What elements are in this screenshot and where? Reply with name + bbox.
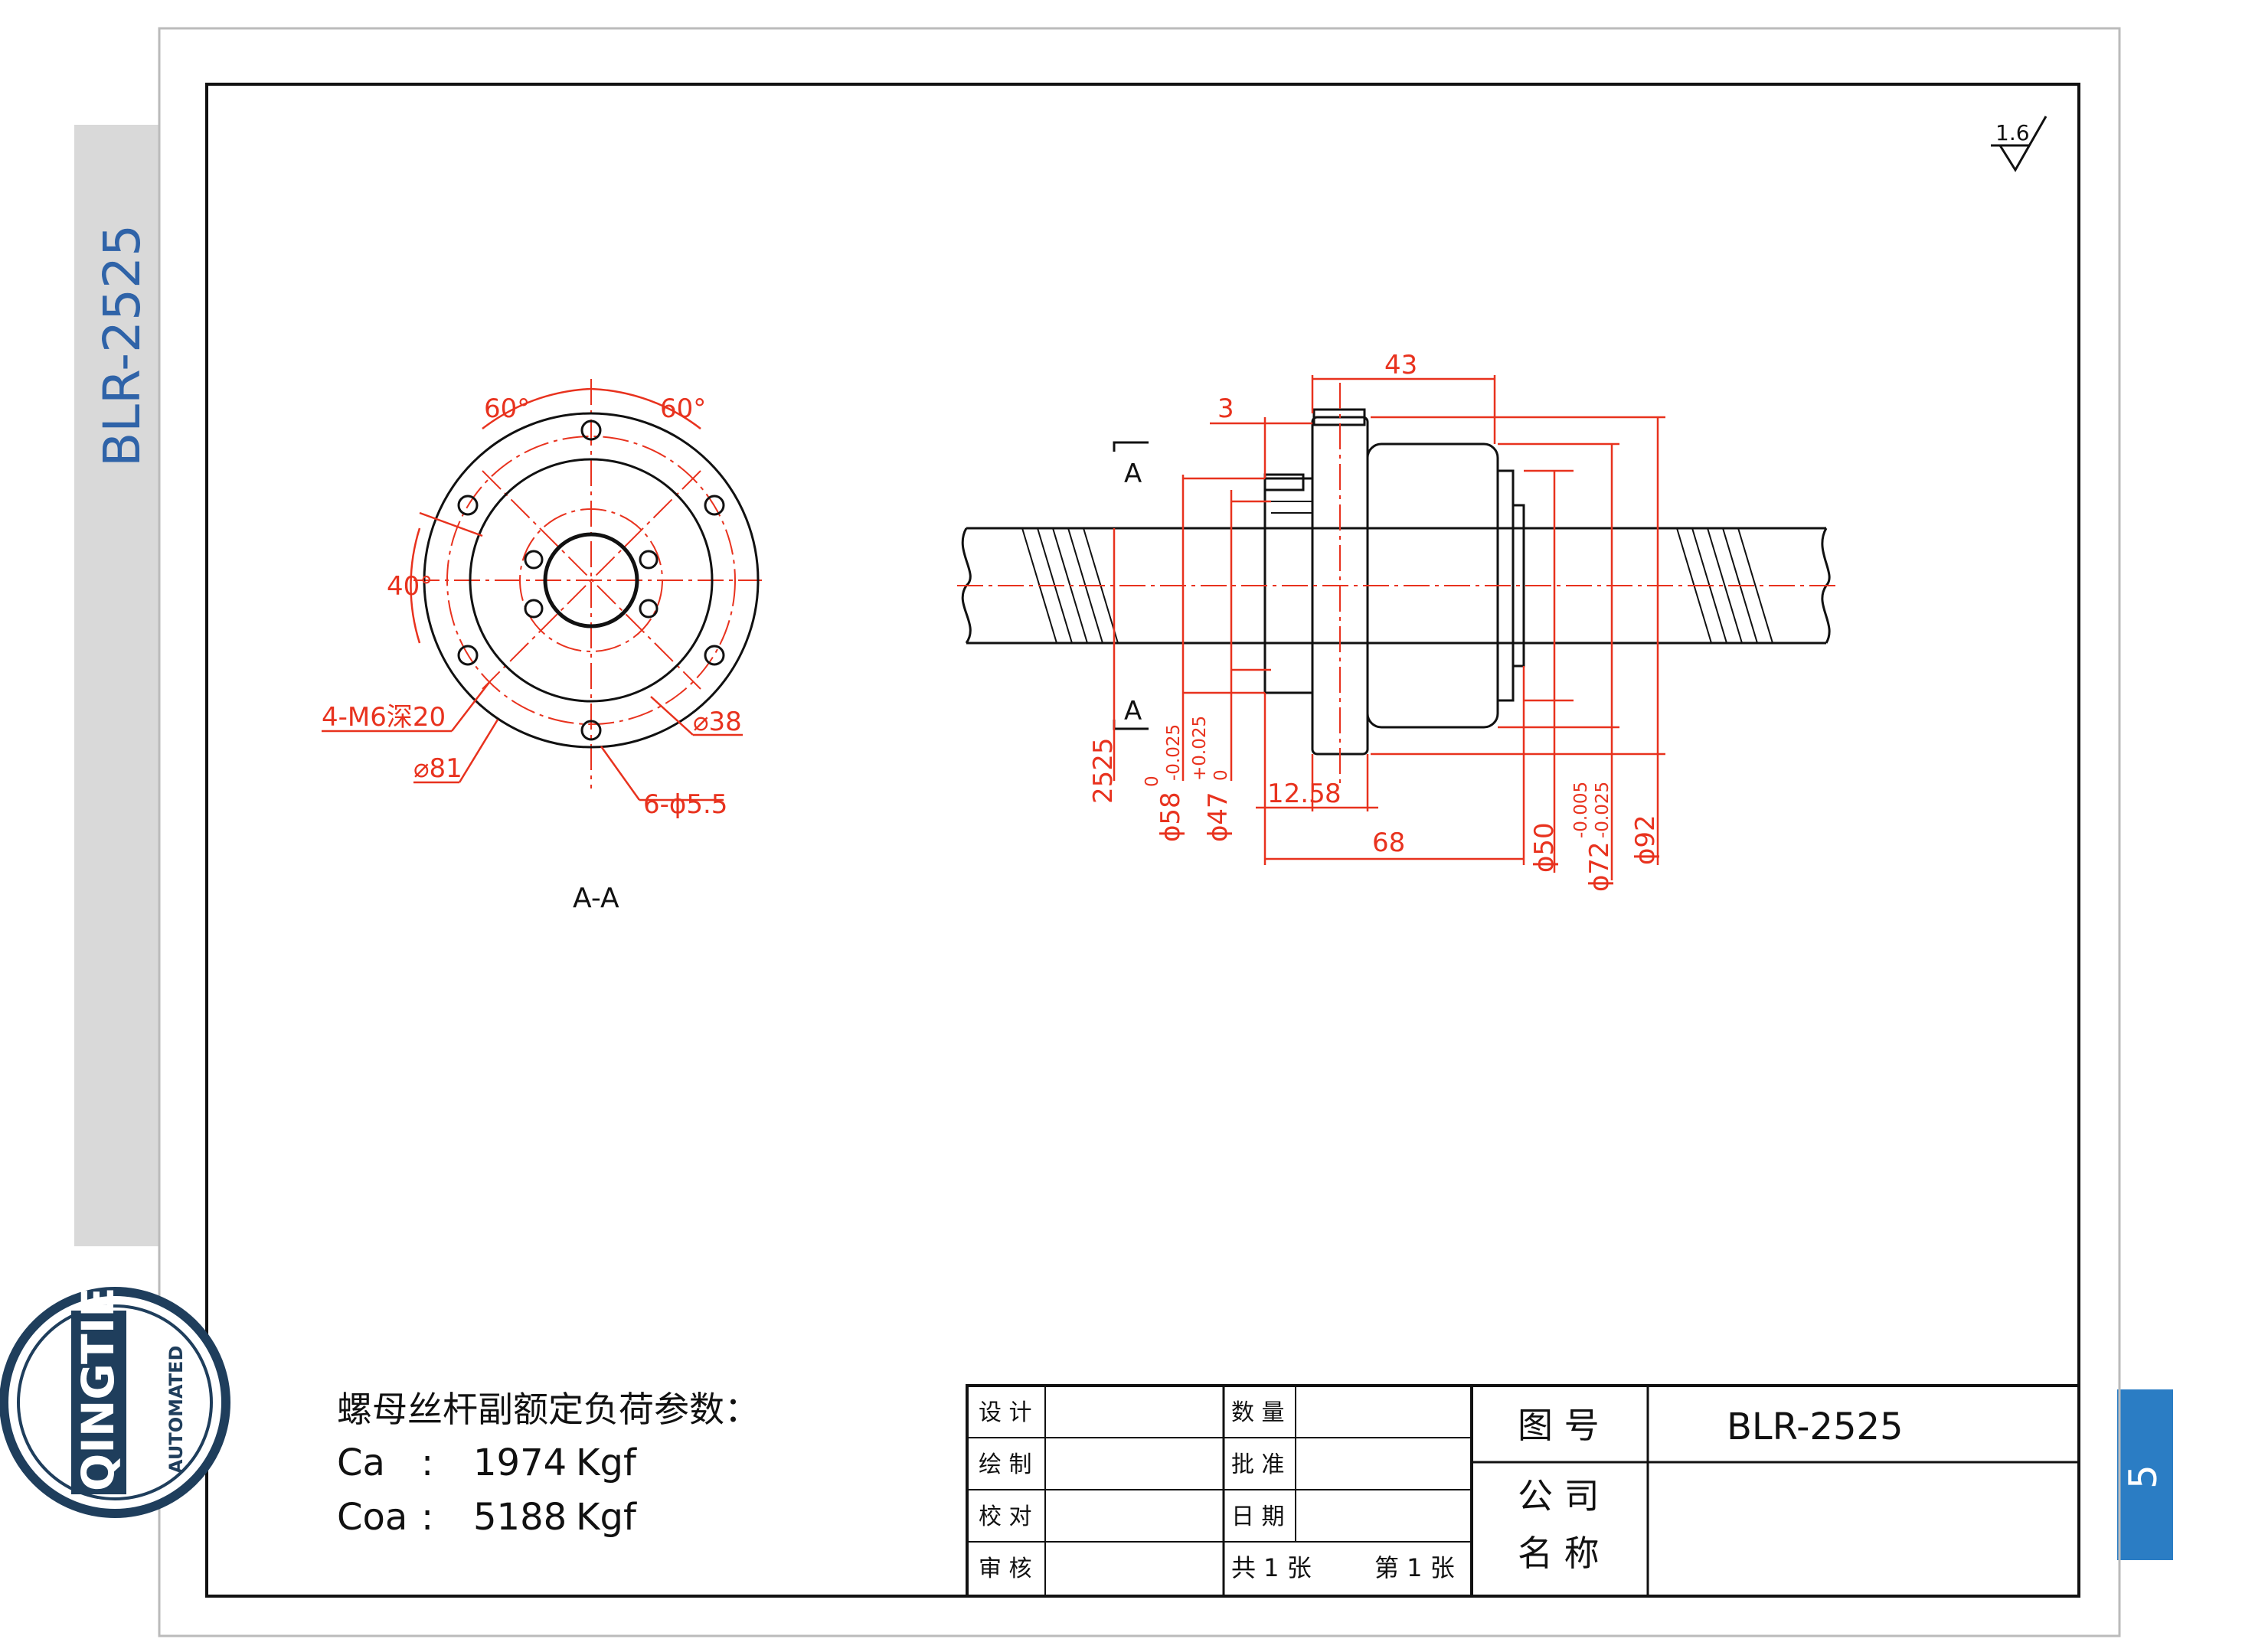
dim-43: 43 bbox=[1384, 350, 1417, 380]
load-params-title: 螺母丝杆副额定负荷参数： bbox=[337, 1389, 760, 1430]
svg-text:A: A bbox=[1124, 459, 1142, 489]
dim-d72-lower: -0.025 bbox=[1593, 782, 1613, 838]
coa-colon: : bbox=[421, 1496, 433, 1539]
svg-text:A: A bbox=[1124, 696, 1142, 726]
thru-holes-label: 6-ϕ5.5 bbox=[643, 789, 727, 820]
dim-d58-lower: -0.025 bbox=[1164, 724, 1184, 781]
surface-finish-symbol: 1.6 bbox=[1991, 116, 2047, 172]
inner-frame bbox=[205, 83, 2080, 1598]
inner-circle-label: ⌀38 bbox=[693, 707, 742, 737]
thru-holes bbox=[457, 420, 725, 741]
side-tab-title: BLR-2525 bbox=[93, 224, 152, 467]
tb-date: 日 期 bbox=[1231, 1503, 1285, 1530]
dim-d58: ϕ58 bbox=[1155, 792, 1186, 842]
section-mark-bottom: A bbox=[1113, 696, 1149, 730]
angle-top-right: 60° bbox=[660, 393, 706, 424]
tb-check: 校 对 bbox=[979, 1503, 1032, 1530]
ca-colon: : bbox=[421, 1441, 433, 1484]
coa-value: 5188 bbox=[473, 1496, 567, 1539]
outer-frame bbox=[158, 27, 2121, 1637]
page-tab bbox=[2117, 1389, 2173, 1560]
tb-drawing-no: BLR-2525 bbox=[1727, 1406, 1904, 1448]
logo-brand: QINGTIE bbox=[72, 1287, 124, 1491]
coa-unit: Kgf bbox=[576, 1496, 637, 1539]
dim-d50: ϕ50 bbox=[1529, 822, 1560, 873]
dim-d72-upper: -0.005 bbox=[1571, 782, 1591, 838]
dim-8: 8 bbox=[1325, 779, 1342, 809]
ca-unit: Kgf bbox=[576, 1441, 637, 1484]
surface-finish-value: 1.6 bbox=[1995, 120, 2030, 145]
ca-value: 1974 bbox=[473, 1441, 567, 1484]
tb-review: 审 核 bbox=[979, 1556, 1032, 1582]
dim-3: 3 bbox=[1217, 393, 1234, 424]
tb-company-label-1: 公 司 bbox=[1518, 1475, 1600, 1517]
load-params: 螺母丝杆副额定负荷参数： Ca : 1974 Kgf Coa : 5188 Kg… bbox=[337, 1389, 760, 1539]
angle-left: 40° bbox=[387, 571, 433, 602]
tb-draw: 绘 制 bbox=[979, 1451, 1032, 1478]
bolt-circle-label: ⌀81 bbox=[413, 753, 462, 784]
side-tab bbox=[74, 125, 159, 1246]
tb-quantity: 数 量 bbox=[1231, 1399, 1285, 1426]
angle-top-left: 60° bbox=[484, 393, 530, 424]
section-view: 60° 60° 40° 4-M6深20 ⌀81 ⌀38 6-ϕ5.5 A-A bbox=[322, 379, 762, 914]
dim-d47-lower: 0 bbox=[1211, 769, 1231, 781]
section-caption: A-A bbox=[573, 883, 619, 914]
dim-2525: 2525 bbox=[1088, 737, 1119, 804]
main-view: A A 43 3 2525 ϕ58 0 -0.0 bbox=[957, 350, 1838, 892]
tb-sheet-no: 第 1 张 bbox=[1374, 1553, 1455, 1582]
dim-d47-upper: +0.025 bbox=[1190, 716, 1210, 781]
tb-drawing-no-label: 图 号 bbox=[1518, 1405, 1600, 1446]
tb-sheets-total: 共 1 张 bbox=[1231, 1553, 1312, 1582]
dim-d58-upper: 0 bbox=[1142, 775, 1162, 787]
coa-label: Coa bbox=[337, 1496, 407, 1539]
page-number: 5 bbox=[2121, 1464, 2165, 1489]
tapped-holes bbox=[524, 550, 659, 619]
tb-approve: 批 准 bbox=[1231, 1451, 1285, 1478]
dim-12-5: 12.5 bbox=[1267, 779, 1325, 809]
dim-68: 68 bbox=[1372, 828, 1405, 858]
tb-company-label-2: 名 称 bbox=[1518, 1533, 1600, 1574]
qingtie-logo: QINGTIE AUTOMATED bbox=[0, 1287, 230, 1518]
tb-design: 设 计 bbox=[979, 1399, 1032, 1426]
dim-d92: ϕ92 bbox=[1630, 815, 1661, 865]
dim-d47: ϕ47 bbox=[1203, 792, 1234, 842]
logo-sub: AUTOMATED bbox=[165, 1346, 187, 1474]
section-mark-top: A bbox=[1113, 441, 1149, 489]
title-block: 设 计 绘 制 校 对 审 核 数 量 批 准 日 期 共 1 张 第 1 张 … bbox=[966, 1384, 2080, 1598]
tapped-holes-label: 4-M6深20 bbox=[322, 702, 446, 733]
dim-d72: ϕ72 bbox=[1584, 841, 1615, 892]
ca-label: Ca bbox=[337, 1441, 385, 1484]
